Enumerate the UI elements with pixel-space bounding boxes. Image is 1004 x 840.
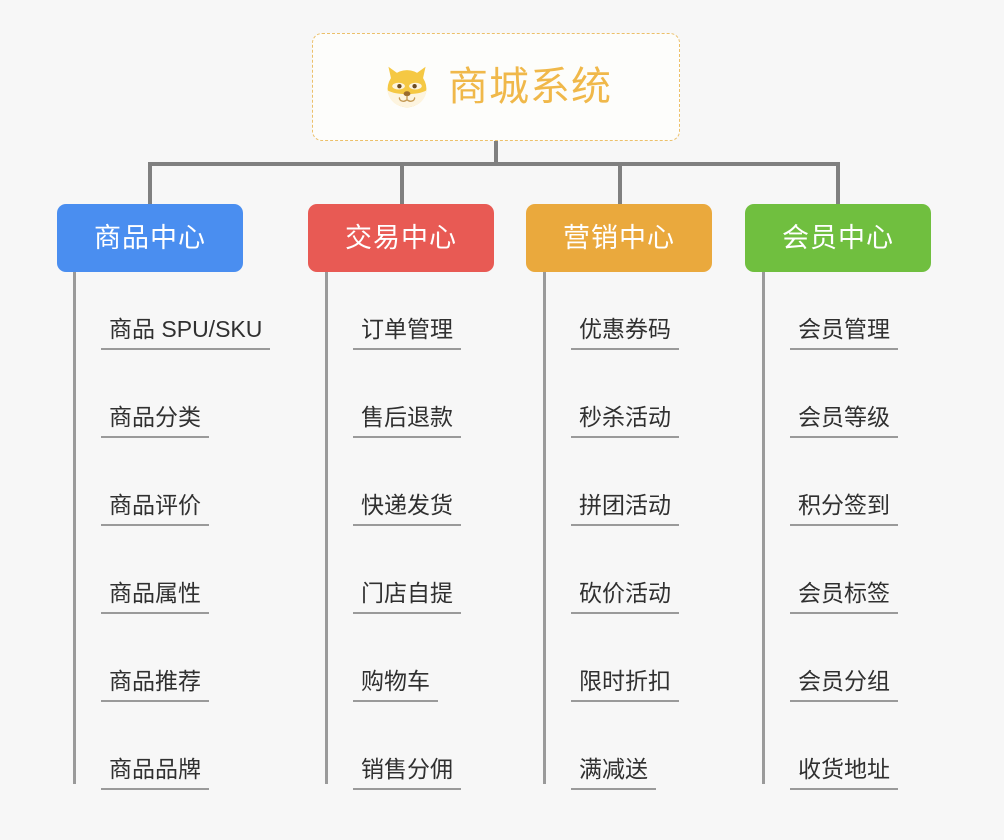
leaf-spine-connector: [325, 272, 328, 784]
leaf-spine-connector: [73, 272, 76, 784]
leaf-item-label: 快递发货: [353, 492, 461, 526]
leaf-item[interactable]: 秒杀活动: [543, 350, 679, 438]
trunk-bar-connector: [148, 162, 840, 166]
leaf-item-label: 商品品牌: [101, 756, 209, 790]
leaf-item[interactable]: 优惠券码: [543, 262, 679, 350]
leaf-item-label: 购物车: [353, 668, 438, 702]
leaf-item-label: 优惠券码: [571, 316, 679, 350]
branch-stem-4: [836, 162, 840, 204]
leaf-item[interactable]: 销售分佣: [325, 702, 461, 790]
leaf-item-label: 订单管理: [353, 316, 461, 350]
leaf-item-label: 限时折扣: [571, 668, 679, 702]
category-label-product: 商品中心: [94, 222, 206, 253]
leaf-spine-connector: [543, 272, 546, 784]
leaf-item-label: 秒杀活动: [571, 404, 679, 438]
leaf-item[interactable]: 商品属性: [73, 526, 209, 614]
leaf-item[interactable]: 拼团活动: [543, 438, 679, 526]
leaf-item-label: 商品分类: [101, 404, 209, 438]
leaf-item[interactable]: 快递发货: [325, 438, 461, 526]
leaf-item[interactable]: 砍价活动: [543, 526, 679, 614]
branch-stem-2: [400, 162, 404, 204]
category-label-trade: 交易中心: [345, 222, 457, 253]
category-box-member[interactable]: 会员中心: [745, 204, 931, 272]
leaf-item[interactable]: 限时折扣: [543, 614, 679, 702]
leaf-item[interactable]: 售后退款: [325, 350, 461, 438]
root-stem-connector: [494, 141, 498, 164]
category-label-marketing: 营销中心: [563, 222, 675, 253]
leaf-item-label: 拼团活动: [571, 492, 679, 526]
leaf-item[interactable]: 会员等级: [762, 350, 898, 438]
leaf-item[interactable]: 积分签到: [762, 438, 898, 526]
leaf-item[interactable]: 商品评价: [73, 438, 209, 526]
category-label-member: 会员中心: [782, 222, 894, 253]
leaf-item[interactable]: 收货地址: [762, 702, 898, 790]
leaf-spine-connector: [762, 272, 765, 784]
leaf-item-label: 收货地址: [790, 756, 898, 790]
category-box-product[interactable]: 商品中心: [57, 204, 243, 272]
leaf-item-label: 砍价活动: [571, 580, 679, 614]
leaf-item-label: 商品推荐: [101, 668, 209, 702]
leaf-item-label: 会员分组: [790, 668, 898, 702]
leaf-item[interactable]: 商品推荐: [73, 614, 209, 702]
branch-stem-3: [618, 162, 622, 204]
leaf-item-label: 销售分佣: [353, 756, 461, 790]
branch-stem-1: [148, 162, 152, 204]
category-box-marketing[interactable]: 营销中心: [526, 204, 712, 272]
leaf-item-label: 会员等级: [790, 404, 898, 438]
leaf-item[interactable]: 会员标签: [762, 526, 898, 614]
leaf-item-label: 商品 SPU/SKU: [101, 316, 271, 350]
leaf-item[interactable]: 会员管理: [762, 262, 898, 350]
leaf-item[interactable]: 商品分类: [73, 350, 209, 438]
category-box-trade[interactable]: 交易中心: [308, 204, 494, 272]
leaf-item-label: 会员管理: [790, 316, 898, 350]
leaf-item[interactable]: 订单管理: [325, 262, 461, 350]
leaf-item-label: 积分签到: [790, 492, 898, 526]
leaf-item-label: 商品评价: [101, 492, 209, 526]
root-node[interactable]: 商城系统: [312, 33, 680, 141]
leaf-item[interactable]: 商品 SPU/SKU: [73, 262, 271, 350]
leaf-item-label: 商品属性: [101, 580, 209, 614]
root-label: 商城系统: [448, 65, 612, 109]
leaf-item[interactable]: 门店自提: [325, 526, 461, 614]
leaf-item[interactable]: 商品品牌: [73, 702, 209, 790]
leaf-item-label: 售后退款: [353, 404, 461, 438]
leaf-item[interactable]: 满减送: [543, 702, 656, 790]
leaf-item-label: 门店自提: [353, 580, 461, 614]
leaf-item[interactable]: 会员分组: [762, 614, 898, 702]
shiba-face-icon: [380, 60, 434, 114]
leaf-item[interactable]: 购物车: [325, 614, 438, 702]
leaf-item-label: 满减送: [571, 756, 656, 790]
leaf-item-label: 会员标签: [790, 580, 898, 614]
